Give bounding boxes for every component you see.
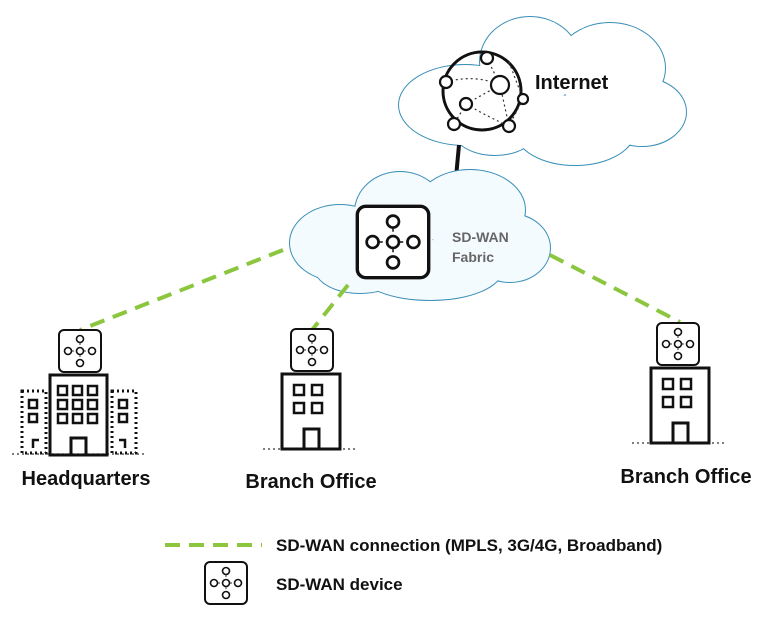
connection-branch-2 — [549, 253, 681, 324]
branch-office-site-2: Branch Office — [620, 322, 752, 488]
branch-office-site-1: Branch Office — [245, 328, 377, 493]
fabric-label-line2: Fabric — [452, 249, 494, 265]
building-icon — [632, 366, 724, 445]
site-label-branch-1: Branch Office — [245, 471, 376, 493]
internet-label: Internet — [535, 72, 609, 94]
fabric-label-line1: SD-WAN — [452, 229, 509, 245]
branch-2-sd-wan-device-icon — [656, 322, 700, 366]
legend-device-label: SD-WAN device — [276, 575, 403, 594]
legend-connection-label: SD-WAN connection (MPLS, 3G/4G, Broadban… — [276, 536, 662, 555]
internet-cloud — [398, 16, 687, 166]
fabric-sd-wan-device-icon — [355, 204, 431, 280]
legend-sd-wan-device-icon — [204, 561, 248, 605]
hq-sd-wan-device-icon — [58, 329, 102, 373]
legend: SD-WAN connection (MPLS, 3G/4G, Broadban… — [165, 536, 662, 605]
building-icon — [12, 373, 146, 457]
headquarters-site: Headquarters — [12, 329, 151, 490]
branch-1-sd-wan-device-icon — [290, 328, 334, 372]
connection-branch-1 — [310, 283, 350, 332]
connection-hq — [79, 248, 284, 332]
building-icon — [263, 372, 355, 451]
site-label-branch-2: Branch Office — [620, 466, 751, 488]
globe-network-icon — [438, 50, 530, 134]
site-label-headquarters: Headquarters — [22, 468, 151, 490]
